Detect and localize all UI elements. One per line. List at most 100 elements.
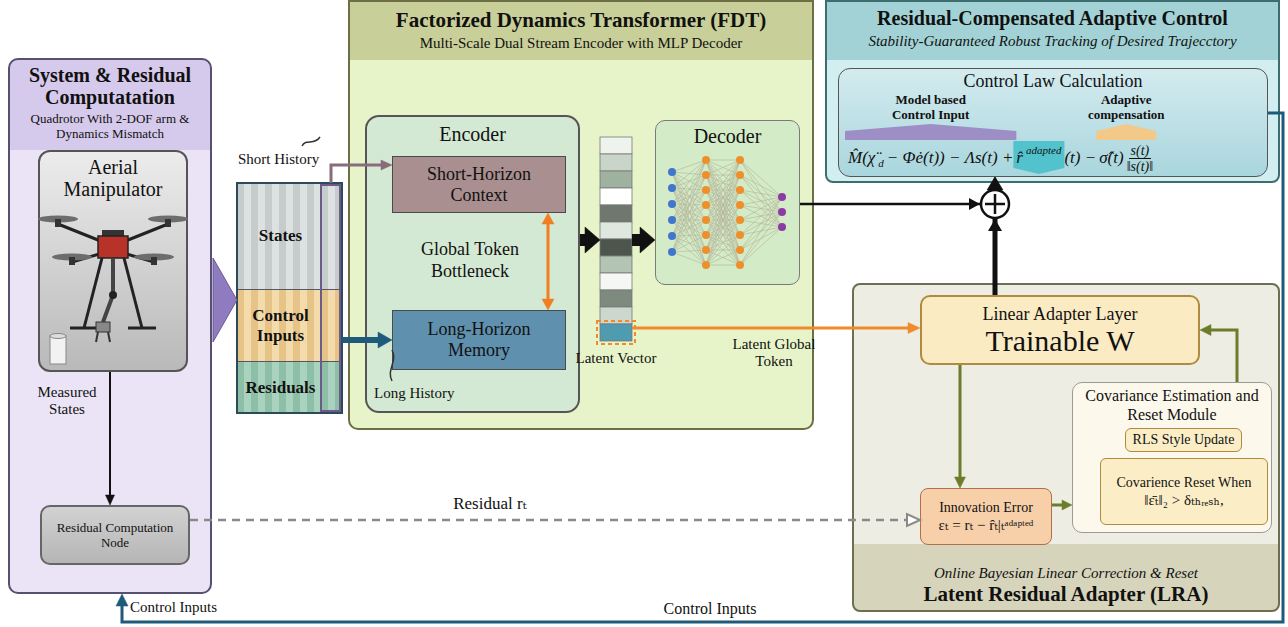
- nn-neuron: [702, 261, 710, 269]
- nn-neuron: [736, 216, 744, 224]
- edge-label: Control Inputs: [640, 600, 780, 618]
- nn-link: [672, 172, 706, 265]
- connector-line: [959, 365, 962, 479]
- nn-link: [672, 252, 706, 265]
- nn-link: [672, 250, 706, 252]
- latent-cell: [600, 137, 632, 154]
- nn-neuron: [668, 232, 676, 240]
- nn-link: [672, 175, 706, 252]
- latent-cell: [600, 205, 632, 222]
- connector-line: [632, 327, 910, 330]
- connector: [213, 258, 237, 342]
- connector: [580, 227, 600, 253]
- nn-link: [740, 197, 782, 265]
- connector: [632, 323, 920, 334]
- nn-link: [706, 190, 740, 265]
- model-panel: Factorized Dynamics Transformer (FDT)Mul…: [348, 0, 814, 430]
- nn-neuron: [702, 186, 710, 194]
- formula-term: M̂(χ̈: [848, 148, 875, 168]
- input-arrow: [213, 258, 237, 342]
- arrowhead: [116, 594, 128, 606]
- nn-link: [706, 160, 740, 220]
- latent-cells: [600, 137, 632, 341]
- node-title: Encoder: [439, 123, 506, 146]
- nn-link: [706, 160, 740, 235]
- error-box: Innovation Errorεₜ = rₜ − r̂ₜ|ₜᵃᵈᵃᵖᵗᵉᵈ: [920, 488, 1052, 545]
- payload-cylinder: [50, 336, 66, 364]
- arrowhead: [542, 213, 554, 224]
- node-title: Residual Computation Node: [50, 520, 180, 550]
- connector: [331, 160, 392, 183]
- label-anchor: Control Inputs: [640, 600, 780, 618]
- process-box: Residual Computation Node: [40, 505, 190, 565]
- arrowhead: [907, 514, 920, 526]
- nn-link: [672, 220, 706, 235]
- nn-link: [706, 160, 740, 235]
- connector: [190, 514, 920, 526]
- nn-link: [706, 160, 740, 250]
- node-title: Control Law Calculation: [964, 71, 1143, 92]
- arrowhead: [908, 323, 920, 334]
- term-brace: [845, 124, 1016, 140]
- arm-link: [103, 258, 113, 322]
- edge-label: Global Token Bottleneck: [400, 238, 540, 282]
- label-anchor: Model based Control Input: [876, 92, 986, 122]
- nn-link: [706, 190, 740, 265]
- node-title: Covarience Reset When: [1116, 474, 1251, 491]
- nn-link: [706, 205, 740, 265]
- connector: [1052, 500, 1072, 510]
- process-box: RLS Style Update: [1125, 428, 1242, 452]
- connector-line: [109, 372, 111, 497]
- nn-link: [706, 220, 740, 265]
- node-title: RLS Style Update: [1133, 432, 1235, 448]
- node-subtitle: Stability-Guaranteed Robust Tracking of …: [868, 32, 1236, 50]
- nn-link: [740, 175, 782, 212]
- nn-neuron: [702, 231, 710, 239]
- nn-neuron: [778, 193, 786, 201]
- arrowhead: [987, 177, 1003, 190]
- node-subtitle: Quadrotor With 2-DOF arm & Dynamics Mism…: [16, 111, 204, 141]
- latent-cell: [600, 171, 632, 188]
- connector-line: [800, 187, 995, 204]
- nn-link: [706, 160, 740, 250]
- drone-board: [102, 230, 124, 236]
- connector: [342, 332, 392, 348]
- nn-neuron: [778, 208, 786, 216]
- gripper-finger: [108, 332, 110, 342]
- connector: [542, 213, 554, 310]
- node-title: Latent Vector: [576, 349, 657, 367]
- gripper-finger: [96, 332, 98, 342]
- arrowhead: [1062, 500, 1072, 510]
- landing-skid: [128, 327, 156, 330]
- module-box: Covariance Estimation and Reset ModuleRL…: [1072, 382, 1272, 533]
- latent-cell: [600, 273, 632, 290]
- data-band: Residuals: [237, 362, 342, 413]
- nn-link: [740, 160, 782, 212]
- connector-line: [331, 165, 383, 183]
- node-title: System & Residual Computatation: [16, 64, 204, 108]
- label-anchor: Long History: [374, 384, 454, 402]
- term-brace: [1096, 124, 1156, 140]
- latent-cell: [600, 239, 632, 256]
- drone-illustration: [38, 216, 188, 365]
- landing-skid: [70, 327, 98, 330]
- nn-neuron: [702, 216, 710, 224]
- arrowhead: [988, 177, 1002, 190]
- label-anchor: Residual rₜ: [420, 494, 560, 513]
- nn-neuron: [668, 248, 676, 256]
- node-subtitle: Trainable W: [985, 325, 1134, 357]
- nn-neuron: [702, 156, 710, 164]
- arrowhead: [381, 160, 392, 170]
- formula-term: r̂: [1016, 148, 1023, 168]
- junction-arrowhead: [988, 219, 1002, 231]
- nn-neuron: [702, 246, 710, 254]
- nn-link: [706, 175, 740, 265]
- latent-cell: [600, 188, 632, 205]
- nn-link: [706, 250, 740, 265]
- nn-neuron: [736, 246, 744, 254]
- connector: [106, 372, 115, 505]
- nn-link: [740, 175, 782, 197]
- node-title: Aerial Manipulator: [44, 156, 182, 200]
- nn-link: [706, 205, 740, 265]
